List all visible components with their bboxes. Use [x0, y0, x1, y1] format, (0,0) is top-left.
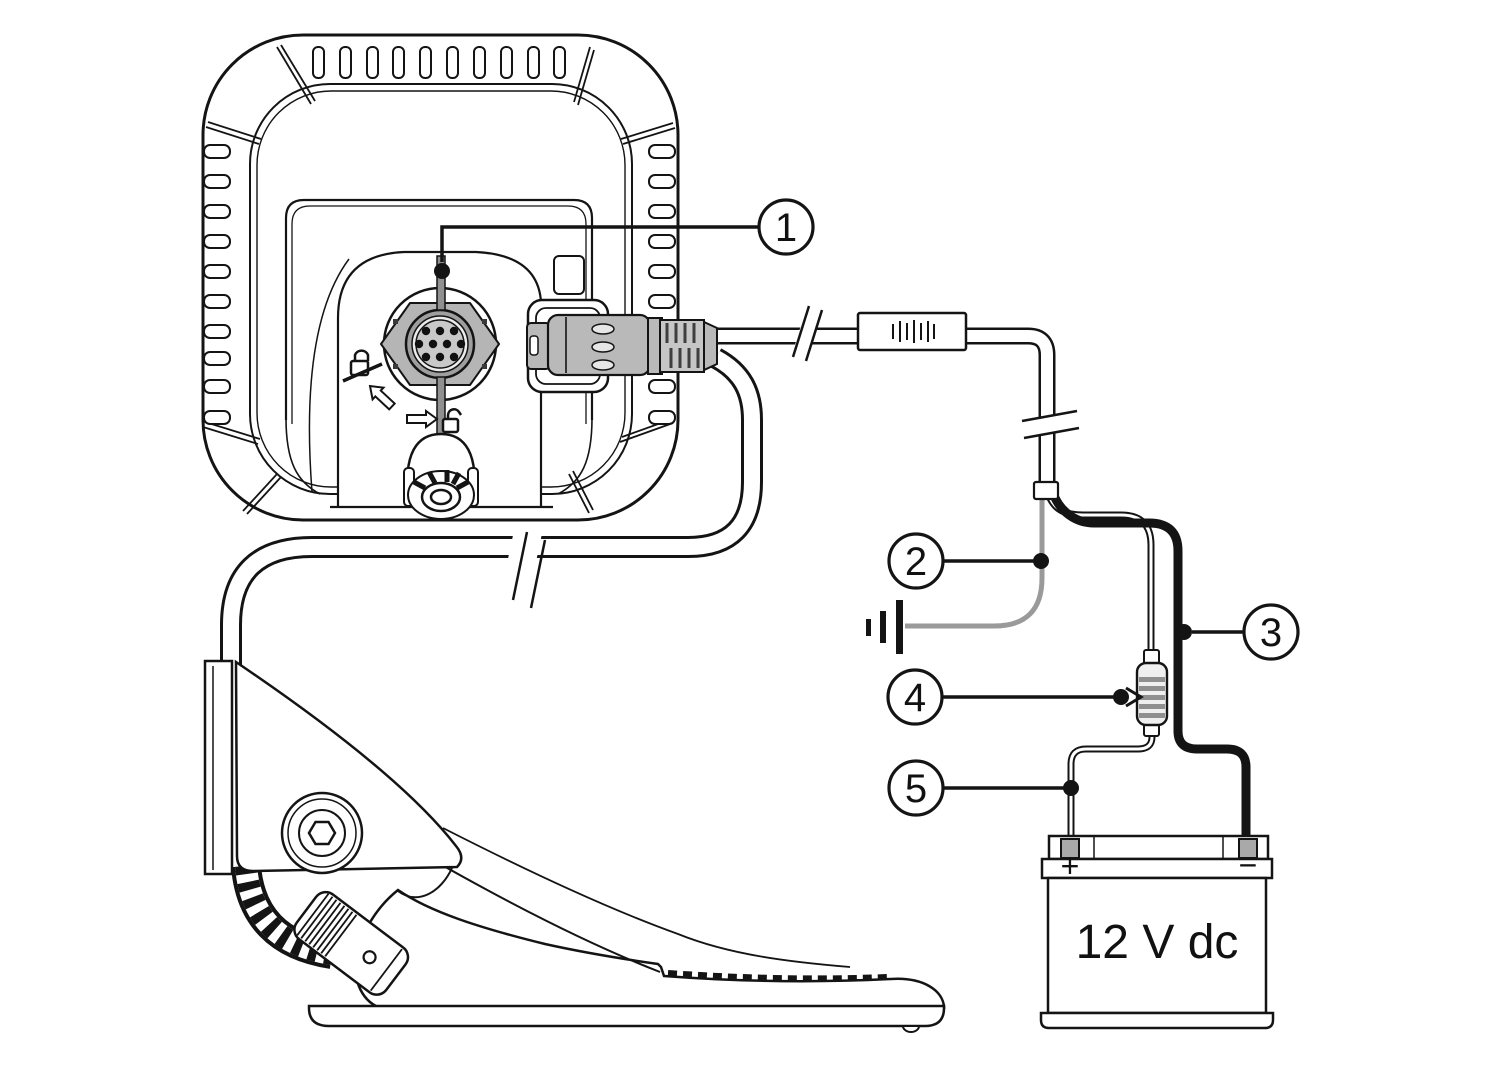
power-cable-break-1: [790, 301, 824, 365]
battery-voltage-label: 12 V dc: [1076, 916, 1239, 969]
callout-2: 2: [887, 532, 1049, 590]
battery-negative-sign: −: [1239, 847, 1258, 883]
battery-positive-sign: +: [1061, 848, 1080, 884]
cable-jacket-end: [1032, 480, 1060, 501]
unlock-arrow-icon: [368, 384, 397, 411]
ferrite-filter: [856, 311, 968, 352]
left-vent-slots: [203, 144, 231, 425]
callout-4: 4: [886, 668, 1144, 726]
lock-arrow-icon: [406, 409, 439, 429]
inline-fuse: [1135, 649, 1169, 737]
lock-indicators: [342, 349, 463, 434]
lock-rotate-mark: [342, 362, 383, 383]
callout-1: 1: [434, 198, 815, 279]
display-to-mount-cable: [220, 348, 763, 672]
callout-1-number: 1: [775, 206, 797, 250]
cable-plug: [526, 313, 718, 377]
ground-wire: [905, 496, 1045, 629]
display-unit: [201, 33, 680, 522]
callout-4-number: 4: [904, 676, 926, 720]
base-foot: [901, 1025, 921, 1033]
top-vent-slots: [312, 46, 566, 79]
mount-plate: [203, 659, 234, 876]
power-cable: [700, 301, 1080, 488]
battery: + − 12 V dc: [1039, 834, 1275, 1030]
clamp-screw: [362, 950, 377, 965]
mounting-base: [203, 659, 946, 1033]
plug-grip-dimples: [591, 323, 615, 371]
callout-5: 5: [887, 759, 1079, 817]
power-connector: [380, 255, 500, 440]
battery-body: [1046, 876, 1268, 1015]
pivot-bolt: [280, 791, 364, 875]
corner-seams: [202, 44, 676, 515]
panel-small-port: [553, 255, 585, 295]
hex-bolt-head: [307, 820, 337, 846]
cable-clamp: [293, 890, 410, 996]
plug-cable-exit: [703, 320, 718, 372]
ground-symbol: [866, 600, 903, 654]
callouts: 1 2 3 4 5: [434, 198, 1300, 817]
callout-3: 3: [1176, 603, 1300, 661]
battery-base: [1039, 1011, 1275, 1030]
callout-3-number: 3: [1260, 611, 1282, 655]
callout-5-number: 5: [905, 767, 927, 811]
mount-knob: [403, 432, 479, 520]
power-cable-break-2: [1017, 409, 1080, 440]
battery-lid: [1047, 834, 1270, 861]
base-plate: [307, 1004, 946, 1028]
lock-open-icon: [441, 408, 463, 434]
base-swoosh-inner: [442, 827, 851, 968]
cable-break-mark: [499, 525, 547, 609]
battery-negative-wire: [1048, 491, 1251, 837]
base-serrations: [667, 970, 889, 982]
callout-2-number: 2: [905, 540, 927, 584]
connector-pins: [414, 326, 466, 362]
